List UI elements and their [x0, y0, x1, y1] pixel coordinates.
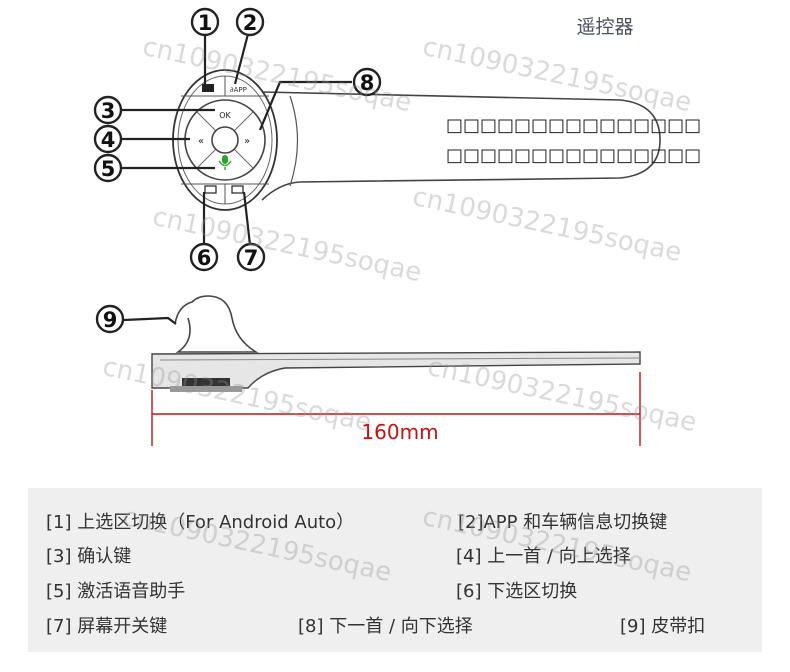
legend-item-1: [1] 上选区切换（For Android Auto） — [46, 512, 355, 533]
callout-5: 5 — [93, 153, 123, 183]
strap-text-line-2: □□□□□□□□□□□□□□□ — [446, 145, 701, 166]
callout-3: 3 — [93, 95, 123, 125]
svg-text:4: 4 — [101, 128, 116, 152]
legend-item-3: [3] 确认键 — [46, 546, 132, 567]
svg-text:5: 5 — [101, 157, 116, 181]
legend-item-5: [5] 激活语音助手 — [46, 581, 186, 602]
callout-1: 1 — [190, 7, 220, 37]
legend-item-7: [7] 屏幕开关键 — [46, 616, 168, 637]
lower-select-icon — [204, 185, 217, 194]
legend-item-8: [8] 下一首 / 向下选择 — [298, 616, 473, 637]
callout-7: 7 — [236, 242, 266, 272]
mic-icon — [218, 155, 232, 170]
callout-6: 6 — [189, 242, 219, 272]
svg-text:7: 7 — [244, 246, 259, 270]
svg-text:3: 3 — [101, 99, 116, 123]
svg-text:1: 1 — [198, 11, 213, 35]
prev-icon: « — [198, 136, 204, 147]
dimension-line — [151, 372, 641, 446]
remote-strap-top — [261, 91, 661, 201]
callout-8: 8 — [352, 67, 382, 97]
belt-clip — [174, 295, 259, 353]
callout-9: 9 — [95, 304, 125, 334]
svg-text:6: 6 — [197, 246, 212, 270]
legend-item-4: [4] 上一首 / 向上选择 — [456, 546, 631, 567]
ok-label: OK — [219, 111, 231, 120]
callout-4: 4 — [93, 124, 123, 154]
legend-item-9: [9] 皮带扣 — [620, 616, 706, 637]
strap-text-line-1: □□□□□□□□□□□□□□□ — [446, 115, 701, 136]
remote-side-body — [151, 351, 641, 389]
next-icon: » — [244, 136, 250, 147]
side-button — [182, 378, 230, 386]
screen-power-icon — [231, 185, 244, 194]
app-icon: ∂APP — [230, 86, 247, 94]
legend-item-6: [6] 下选区切换 — [456, 581, 578, 602]
svg-text:2: 2 — [243, 11, 258, 35]
legend-panel: [1] 上选区切换（For Android Auto） [2]APP 和车辆信息… — [28, 488, 762, 652]
callout-2: 2 — [235, 7, 265, 37]
page-title: 遥控器 — [576, 16, 634, 38]
dimension-label: 160mm — [361, 420, 439, 444]
svg-text:8: 8 — [360, 71, 375, 95]
ok-button[interactable] — [211, 126, 239, 154]
remote-diagram: □□□□□□□□□□□□□□□ □□□□□□□□□□□□□□□ OK « » ∂… — [93, 7, 701, 446]
svg-text:9: 9 — [103, 308, 118, 332]
legend-item-2: [2]APP 和车辆信息切换键 — [458, 512, 668, 533]
screen-select-icon — [202, 84, 214, 92]
